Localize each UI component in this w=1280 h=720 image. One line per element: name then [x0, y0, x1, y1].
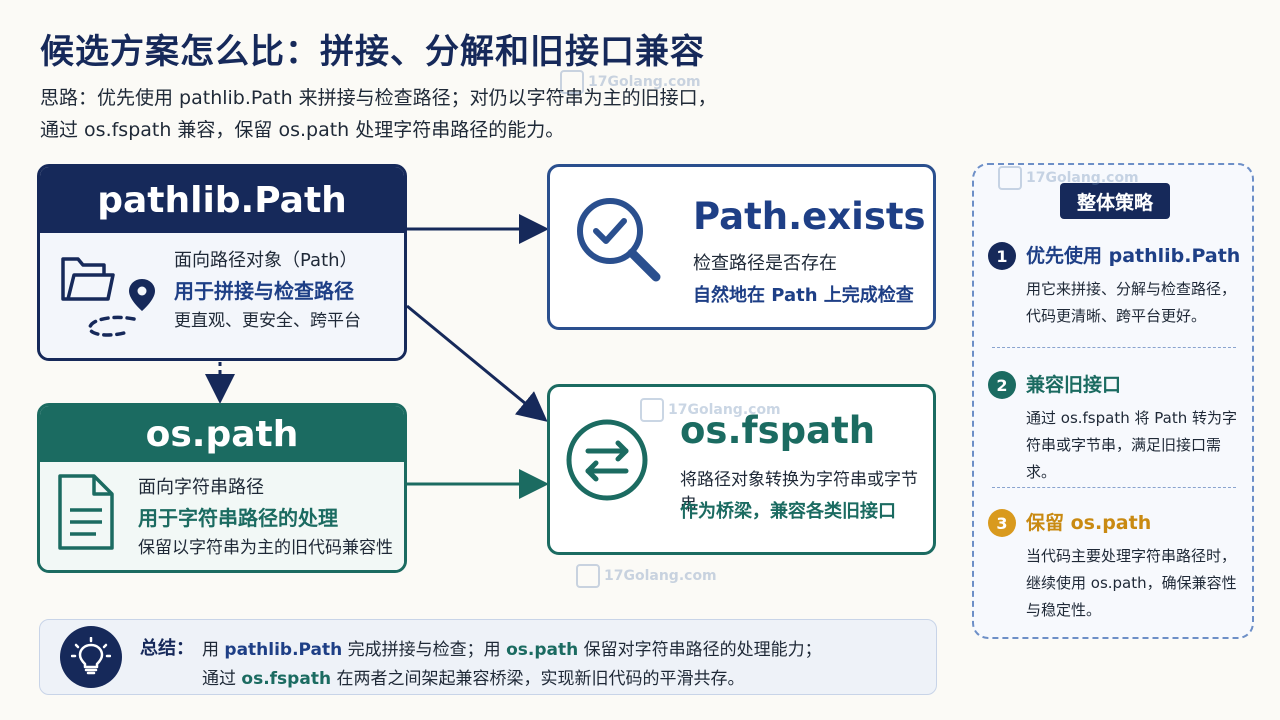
subtitle: 思路：优先使用 pathlib.Path 来拼接与检查路径；对仍以字符串为主的旧… — [40, 82, 800, 146]
strategy-number: 1 — [988, 242, 1016, 270]
strategy-divider — [992, 487, 1236, 488]
summary-text: 在两者之间架起兼容桥梁，实现新旧代码的平滑共存。 — [331, 669, 745, 689]
watermark: 17Golang.com — [640, 398, 781, 422]
strategy-item-title: 优先使用 pathlib.Path — [1026, 245, 1241, 267]
summary-label: 总结： — [140, 638, 194, 659]
folder-icon — [61, 257, 115, 301]
ospath-line-2: 用于字符串路径的处理 — [138, 506, 338, 530]
ospath-line-1: 面向字符串路径 — [138, 477, 264, 498]
watermark-logo-icon — [998, 166, 1022, 190]
summary-text: 完成拼接与检查；用 — [342, 640, 507, 660]
ospath-card: os.path 面向字符串路径 用于字符串路径的处理 保留以字符串为主的旧代码兼… — [37, 403, 407, 573]
strategy-number: 2 — [988, 371, 1016, 399]
ospath-header: os.path — [40, 406, 404, 462]
subtitle-line-1: 思路：优先使用 pathlib.Path 来拼接与检查路径；对仍以字符串为主的旧… — [40, 87, 717, 109]
fspath-title: os.fspath — [680, 409, 876, 452]
summary-highlight-pathlib: pathlib.Path — [224, 640, 343, 660]
strategy-panel: 整体策略 1 优先使用 pathlib.Path 用它来拼接、分解与检查路径，代… — [972, 163, 1254, 639]
summary-text: 用 — [202, 640, 225, 660]
page-title: 候选方案怎么比：拼接、分解和旧接口兼容 — [40, 32, 705, 72]
watermark: 17Golang.com — [560, 70, 701, 94]
exists-line-2: 自然地在 Path 上完成检查 — [693, 285, 914, 306]
watermark: 17Golang.com — [576, 564, 717, 588]
summary-line-1: 用 pathlib.Path 完成拼接与检查；用 os.path 保留对字符串路… — [202, 635, 822, 660]
strategy-badge: 整体策略 — [1060, 183, 1170, 219]
pathlib-card: pathlib.Path 面向路径对象（Path） 用于拼接与检查路径 更直观、… — [37, 164, 407, 361]
pathlib-line-2: 用于拼接与检查路径 — [174, 279, 354, 303]
summary-box: 总结： 用 pathlib.Path 完成拼接与检查；用 os.path 保留对… — [39, 619, 937, 695]
strategy-item-desc: 通过 os.fspath 将 Path 转为字符串或字节串，满足旧接口需求。 — [1026, 409, 1237, 481]
arrow-pathlib-to-fspath — [406, 304, 548, 422]
watermark-logo-icon — [576, 564, 600, 588]
fspath-line-2: 作为桥梁，兼容各类旧接口 — [680, 501, 896, 522]
exists-title: Path.exists — [693, 195, 926, 238]
ospath-line-3: 保留以字符串为主的旧代码兼容性 — [138, 538, 393, 558]
pathlib-header: pathlib.Path — [40, 167, 404, 233]
fspath-line-1: 将路径对象转换为字符串或字节串 — [680, 470, 918, 515]
watermark: 17Golang.com — [998, 166, 1139, 190]
summary-highlight-ospath: os.path — [506, 640, 579, 660]
summary-text: 通过 — [202, 669, 242, 689]
summary-line-2: 通过 os.fspath 在两者之间架起兼容桥梁，实现新旧代码的平滑共存。 — [202, 664, 744, 689]
exists-card: Path.exists 检查路径是否存在 自然地在 Path 上完成检查 — [547, 164, 936, 330]
strategy-item-desc: 用它来拼接、分解与检查路径，代码更清晰、跨平台更好。 — [1026, 280, 1237, 325]
lightbulb-icon — [60, 626, 122, 688]
summary-highlight-fspath: os.fspath — [241, 669, 332, 689]
fspath-card: os.fspath 将路径对象转换为字符串或字节串 作为桥梁，兼容各类旧接口 — [547, 384, 936, 555]
strategy-number: 3 — [988, 509, 1016, 537]
watermark-logo-icon — [640, 398, 664, 422]
subtitle-line-2: 通过 os.fspath 兼容，保留 os.path 处理字符串路径的能力。 — [40, 119, 565, 141]
watermark-logo-icon — [560, 70, 584, 94]
location-pin-icon — [88, 279, 155, 337]
pathlib-line-1: 面向路径对象（Path） — [174, 250, 358, 271]
exists-line-1: 检查路径是否存在 — [693, 253, 837, 274]
swap-arrows-icon — [566, 419, 648, 501]
pathlib-line-3: 更直观、更安全、跨平台 — [174, 311, 361, 331]
summary-text: 保留对字符串路径的处理能力； — [578, 640, 822, 660]
strategy-divider — [992, 347, 1236, 348]
document-icon — [58, 474, 114, 550]
magnifier-check-icon — [577, 198, 661, 282]
strategy-item-desc: 当代码主要处理字符串路径时，继续使用 os.path，确保兼容性与稳定性。 — [1026, 547, 1237, 619]
strategy-item-title: 兼容旧接口 — [1026, 374, 1122, 396]
strategy-item-title: 保留 os.path — [1026, 512, 1152, 534]
